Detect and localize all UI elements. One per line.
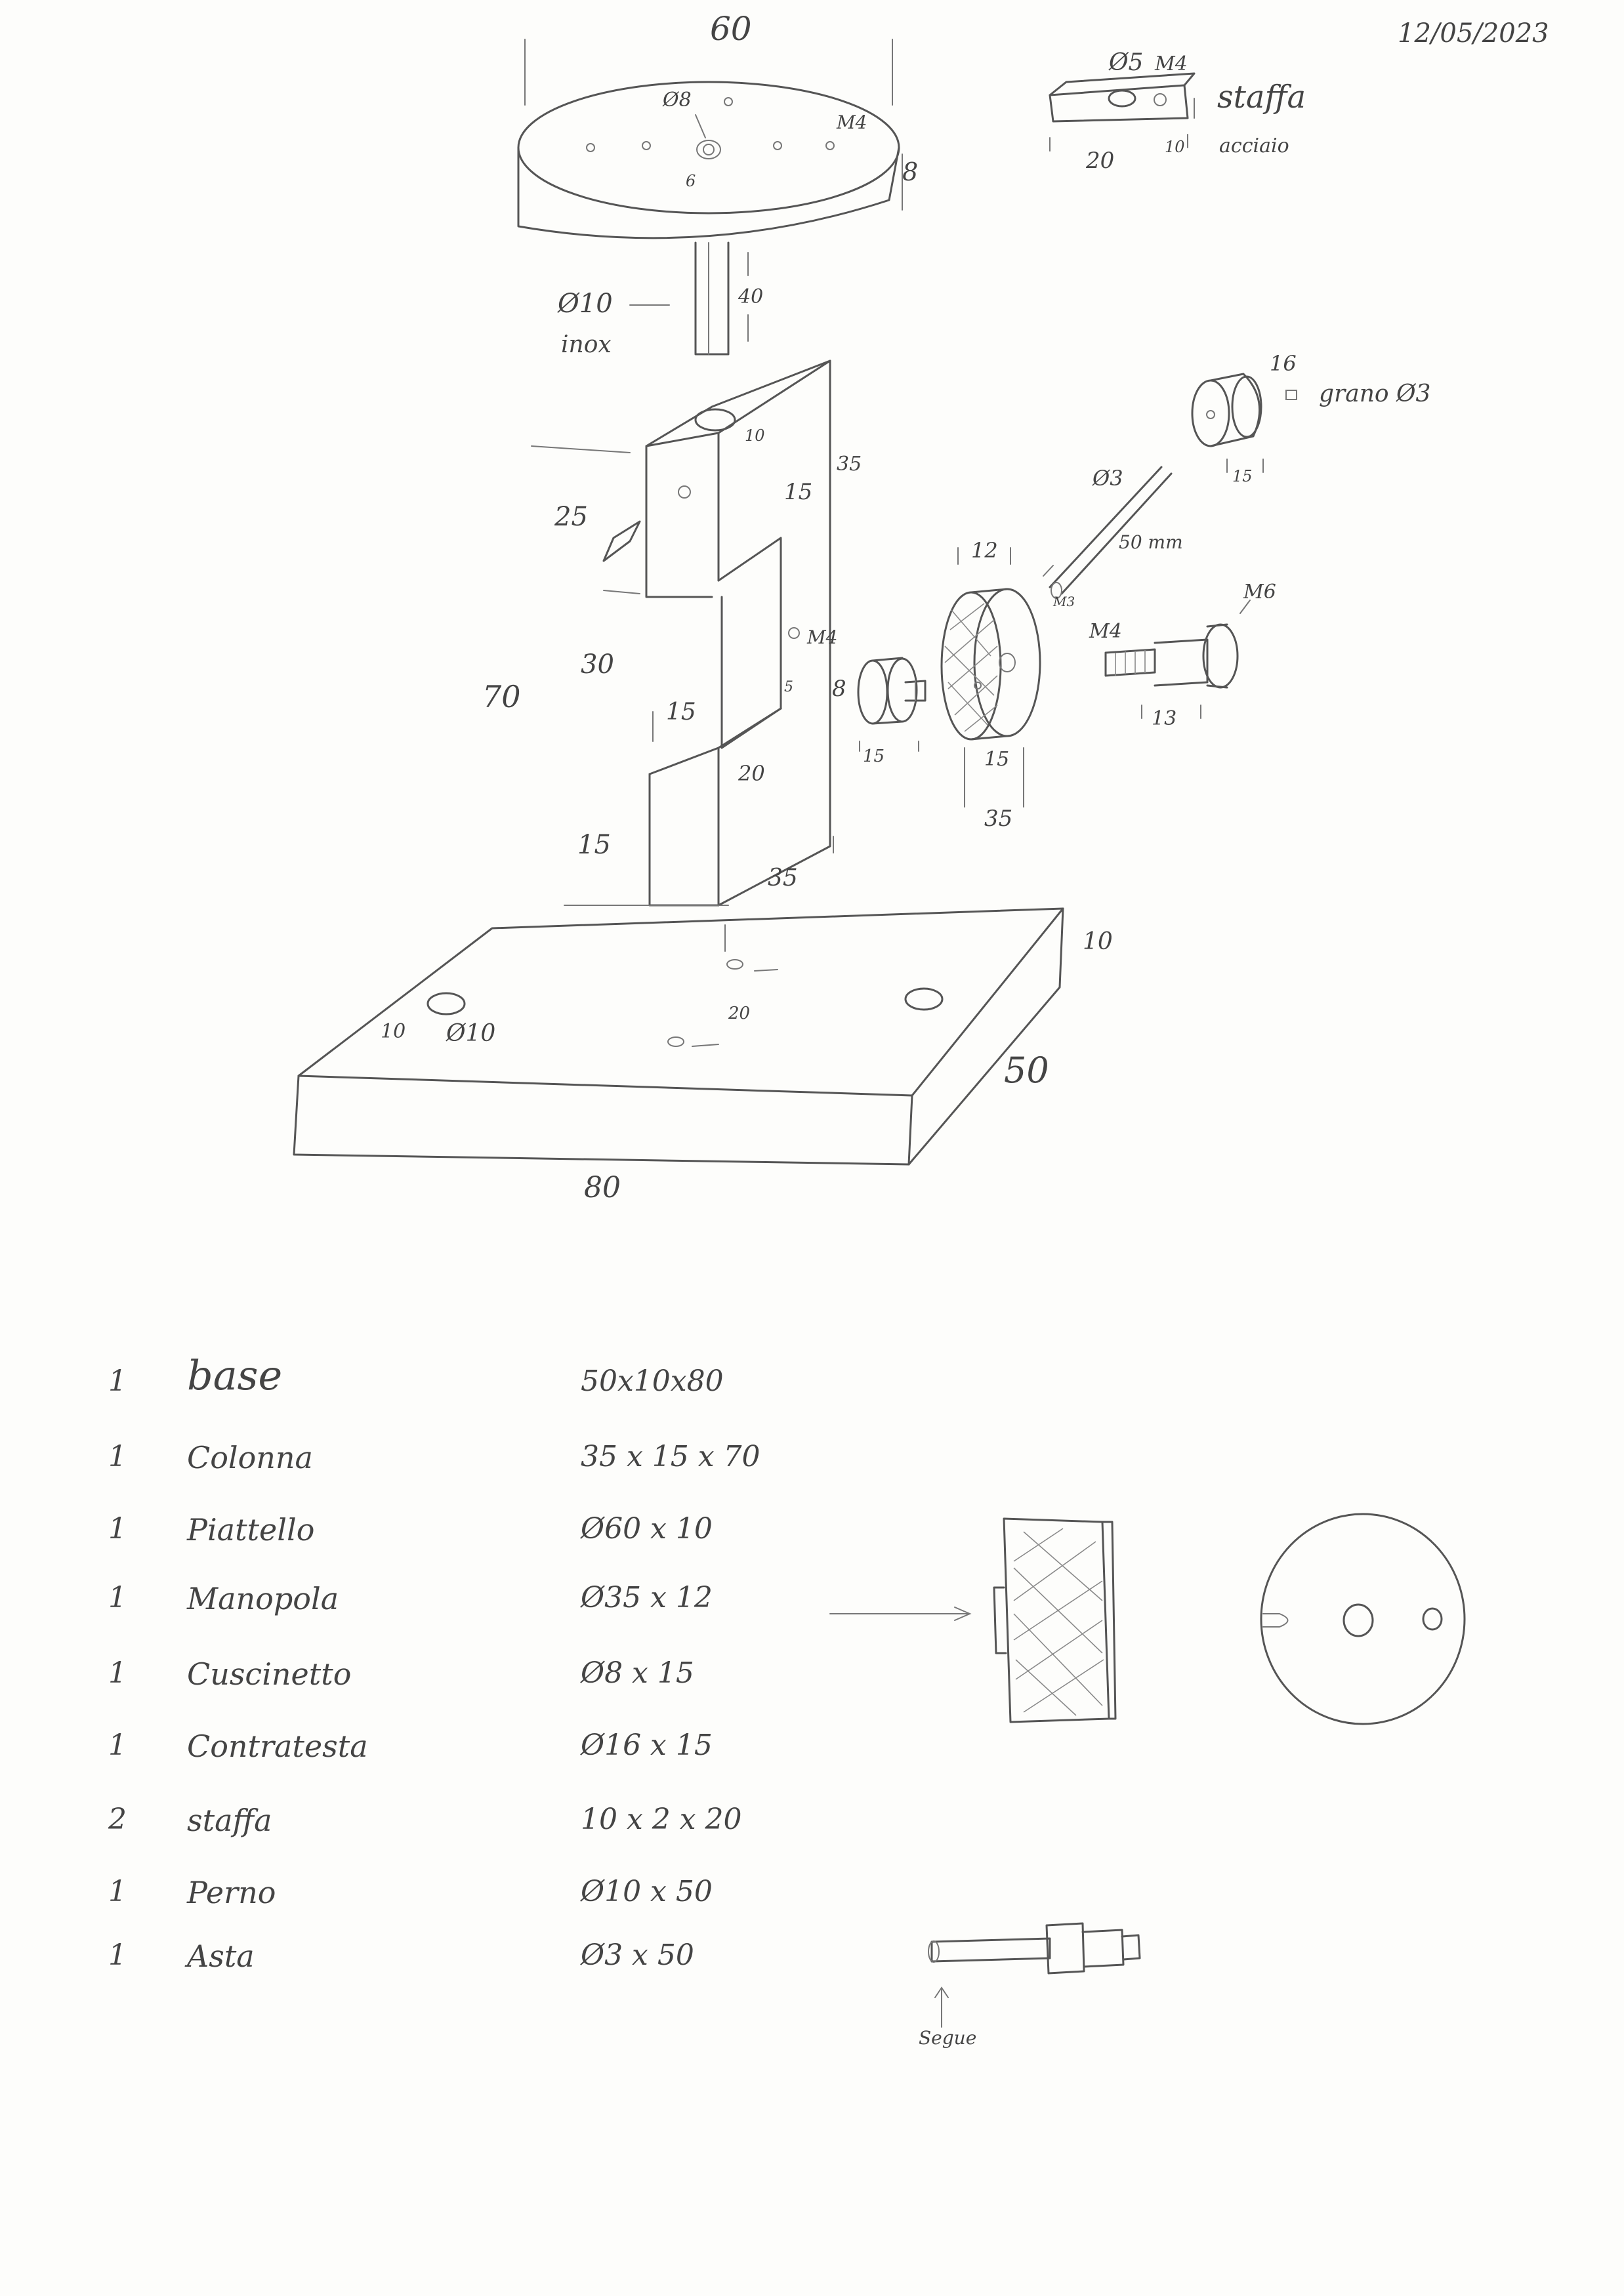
parts-row-dims: Ø3 x 50 (581, 1938, 694, 1972)
counterhead-length-label: 15 (1232, 467, 1253, 485)
pin-drawing (629, 241, 749, 356)
pin-material-label: inox (561, 331, 612, 358)
pin-diameter-label: Ø10 (558, 289, 613, 319)
column-height-label: 35 (837, 453, 862, 476)
date-stamp: 12/05/2023 (1398, 18, 1549, 49)
parts-row-name: staffa (187, 1803, 272, 1838)
base-drawing (293, 907, 1064, 1166)
knob-side-view (829, 1517, 1117, 1723)
pin-length-label: 40 (738, 285, 764, 308)
bracket-drawing (1049, 72, 1196, 152)
rod-thread-label: M3 (1053, 594, 1075, 609)
parts-row-name: Contratesta (187, 1729, 368, 1764)
plate-drawing (517, 39, 903, 239)
parts-row-dims: Ø16 x 15 (581, 1729, 713, 1762)
parts-row-qty: 1 (108, 1875, 127, 1908)
parts-row-name: Colonna (187, 1440, 313, 1475)
parts-row-dims: Ø10 x 50 (581, 1875, 713, 1908)
knob-width-label: 12 (971, 538, 998, 563)
base-mid-label: 20 (728, 1004, 751, 1023)
rod-drawing (1043, 466, 1173, 599)
parts-row-qty: 1 (108, 1512, 127, 1546)
base-hole-label: Ø10 (446, 1020, 496, 1047)
bushing-drawing (857, 657, 927, 752)
parts-row-dims: 35 x 15 x 70 (581, 1440, 760, 1473)
parts-row-qty: 1 (108, 1656, 127, 1690)
bracket-length-label: 20 (1086, 148, 1115, 174)
base-depth-label: 50 (1004, 1050, 1049, 1091)
screw-head-label: M6 (1243, 581, 1276, 604)
counterhead-grub-label: grano Ø3 (1319, 380, 1431, 407)
counterhead-drawing (1191, 373, 1297, 473)
knob-front-view (1260, 1513, 1466, 1725)
bushing-length-label: 15 (863, 747, 885, 766)
bracket-thread-label: M4 (1155, 52, 1188, 75)
rod-assembly-sketch (928, 1922, 1141, 2028)
rod-diameter-label: Ø3 (1093, 466, 1123, 491)
column-drawing (531, 359, 834, 907)
knob-diameter-label: 35 (984, 806, 1013, 832)
plate-thickness-label: 8 (902, 157, 919, 186)
screw-length-label: 13 (1152, 707, 1177, 730)
column-depth-bottom-label: 35 (768, 865, 798, 892)
bracket-name-label: staffa (1217, 79, 1306, 115)
parts-row-qty: 1 (108, 1729, 127, 1762)
column-thread-label: M4 (807, 626, 838, 648)
bracket-material-label: acciaio (1219, 134, 1289, 157)
parts-row-dims: Ø35 x 12 (581, 1581, 713, 1614)
column-slot-label: 30 (581, 649, 614, 680)
column-overall-label: 70 (482, 679, 521, 714)
rod-length-label: 50 mm (1119, 531, 1183, 553)
base-length-label: 80 (584, 1171, 621, 1204)
base-thickness-label: 10 (1083, 928, 1113, 955)
column-width-label: 25 (554, 502, 588, 532)
parts-row-dims: 10 x 2 x 20 (581, 1803, 742, 1836)
parts-row-name: base (187, 1351, 283, 1399)
bracket-height-label: 10 (1165, 138, 1185, 156)
column-lower-label: 15 (666, 699, 696, 726)
parts-row-name: Cuscinetto (187, 1656, 352, 1692)
column-depth-label: 15 (784, 479, 813, 505)
parts-row-qty: 1 (108, 1364, 127, 1398)
parts-row-dims: Ø60 x 10 (581, 1512, 713, 1546)
bushing-diameter-label: 8 (832, 676, 846, 702)
bracket-hole-label: Ø5 (1109, 49, 1144, 76)
parts-row-qty: 1 (108, 1440, 127, 1473)
parts-row-name: Asta (187, 1938, 255, 1974)
parts-row-name: Piattello (187, 1512, 315, 1548)
plate-small-label: 6 (686, 172, 696, 190)
plate-hole-label: Ø8 (663, 89, 692, 112)
parts-row-dims: 50x10x80 (581, 1364, 724, 1398)
parts-row-qty: 1 (108, 1938, 127, 1972)
screw-thread-label: M4 (1089, 620, 1122, 643)
parts-row-dims: Ø8 x 15 (581, 1656, 694, 1690)
column-top-inset-label: 10 (745, 426, 765, 445)
counterhead-diameter-label: 16 (1270, 351, 1297, 376)
knob-inner-label: 15 (984, 748, 1010, 771)
column-bottom-label: 15 (577, 830, 611, 860)
knob-drawing (940, 547, 1041, 808)
column-slot5-label: 5 (784, 679, 793, 695)
parts-row-name: Perno (187, 1875, 276, 1910)
segue-label: Segue (919, 2027, 977, 2049)
column-base20-label: 20 (738, 761, 765, 786)
screw-drawing (1104, 600, 1251, 719)
plate-thread-label: M4 (837, 112, 867, 133)
parts-row-qty: 2 (108, 1803, 127, 1836)
base-offset-label: 10 (381, 1020, 406, 1043)
parts-row-qty: 1 (108, 1581, 127, 1614)
parts-row-name: Manopola (187, 1581, 339, 1616)
plate-width-label: 60 (710, 10, 752, 48)
